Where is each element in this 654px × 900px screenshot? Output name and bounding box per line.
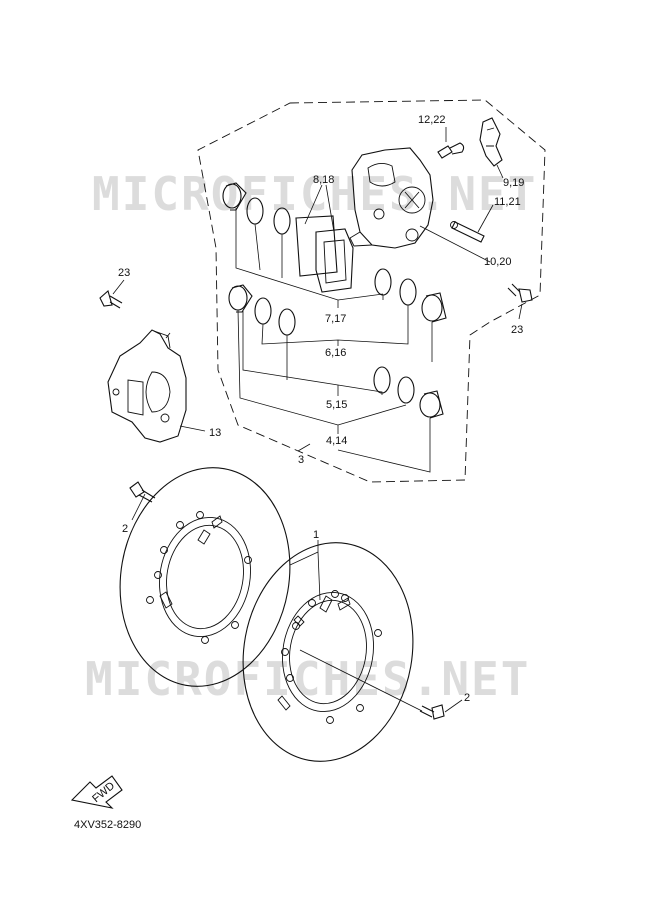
seal-lower-3 <box>373 366 391 394</box>
caliper-bolt-left <box>99 290 123 309</box>
callout-12-22: 12,22 <box>418 114 446 126</box>
callout-9-19: 9,19 <box>503 177 524 189</box>
caliper-13 <box>107 329 187 443</box>
callout-5-15: 5,15 <box>326 399 347 411</box>
fwd-label: FWD <box>90 780 117 805</box>
pad-pin <box>450 221 485 243</box>
fwd-arrow-icon: FWD <box>70 775 123 809</box>
leader-2-lower <box>444 699 463 713</box>
caliper-assembly-boundary <box>197 99 546 483</box>
callout-7-17: 7,17 <box>325 313 346 325</box>
leader-lines <box>235 127 523 473</box>
piston-lower-right <box>419 390 444 419</box>
brake-disc-front <box>242 542 414 762</box>
seal-upper-3 <box>374 268 392 296</box>
callout-11-21: 11,21 <box>494 196 521 208</box>
watermark-bottom: MICROFICHES.NET <box>85 652 530 706</box>
seal-lower-1 <box>254 297 272 325</box>
leader-2-axis <box>299 649 423 712</box>
pad-spring <box>479 117 503 167</box>
caliper-body-assembly <box>349 147 434 249</box>
diagram-code: 4XV352-8290 <box>74 819 141 831</box>
leader-13 <box>179 425 206 432</box>
callout-4-14: 4,14 <box>326 435 347 447</box>
callout-2-lower: 2 <box>464 692 470 704</box>
seal-lower-2 <box>278 308 296 336</box>
callout-13: 13 <box>209 427 221 439</box>
disc-bolt-upper <box>129 481 156 503</box>
callout-2-upper: 2 <box>122 523 128 535</box>
leader-2-upper <box>131 493 146 521</box>
brake-disc-rear <box>119 467 291 687</box>
caliper-bolt-right <box>507 283 533 303</box>
leader-23-left <box>112 279 125 295</box>
disc-bolt-lower <box>419 704 445 720</box>
piston-lower-left <box>228 284 253 313</box>
callout-10-20: 10,20 <box>484 256 512 268</box>
piston-upper-left <box>222 182 247 211</box>
piston-upper-right <box>421 292 447 323</box>
callout-6-16: 6,16 <box>325 347 346 359</box>
bleed-screw <box>437 142 465 159</box>
callout-23-left: 23 <box>118 267 130 279</box>
seal-upper-4 <box>399 278 417 306</box>
callout-3: 3 <box>298 454 304 466</box>
seal-lower-4 <box>397 376 415 404</box>
watermark-top: MICROFICHES.NET <box>92 167 537 221</box>
callout-8-18: 8,18 <box>313 174 334 186</box>
callout-23-right: 23 <box>511 324 523 336</box>
callout-1: 1 <box>313 529 319 541</box>
brake-pads <box>295 215 354 293</box>
leader-1 <box>289 540 321 601</box>
